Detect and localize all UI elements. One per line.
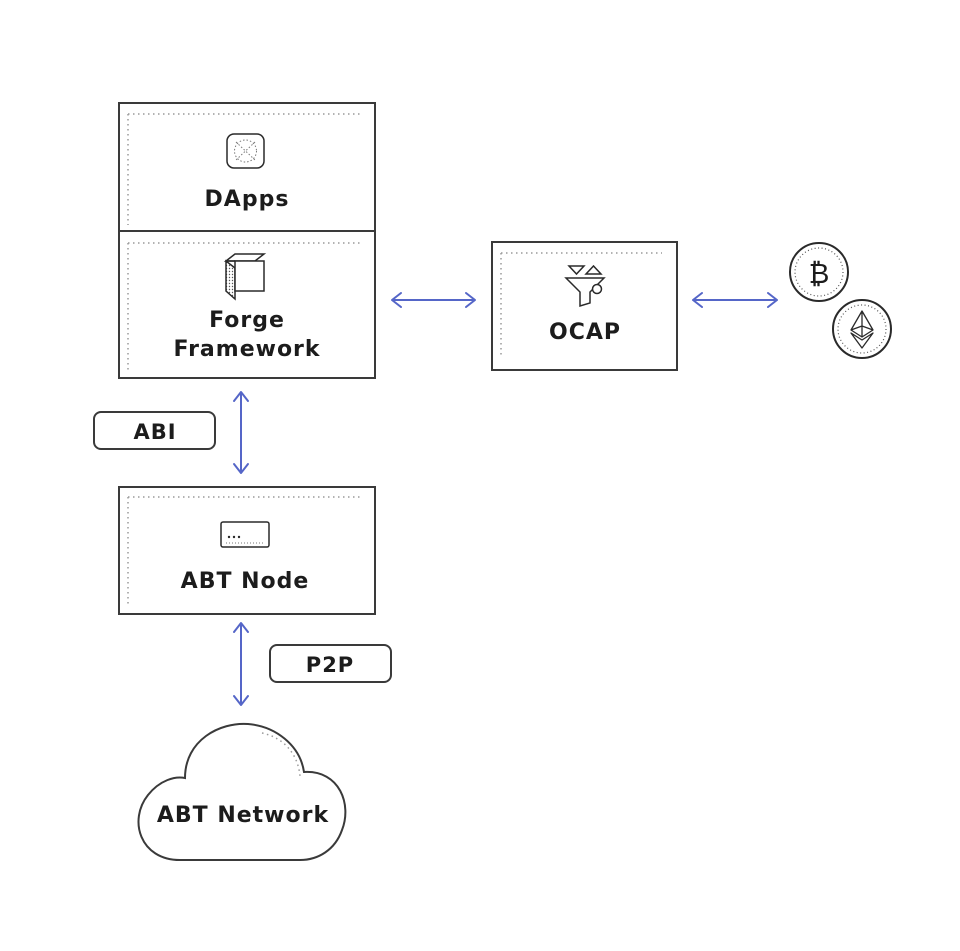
arrow-forge-ocap <box>391 292 476 308</box>
abt-network-cloud[interactable]: ABT Network <box>137 722 347 861</box>
cloud-icon <box>137 722 347 861</box>
arrow-forge-abtnode <box>233 391 249 474</box>
cube-icon <box>223 253 267 301</box>
abt-network-label: ABT Network <box>157 803 330 828</box>
dapps-box[interactable]: DApps <box>118 102 376 232</box>
bitcoin-symbol: ₿ <box>809 257 830 290</box>
grid-chip-icon <box>226 133 265 169</box>
dapps-label: DApps <box>205 187 290 212</box>
bitcoin-coin-icon: ₿ <box>789 242 849 302</box>
terminal-icon <box>220 521 270 548</box>
abi-label: ABI <box>133 420 176 444</box>
p2p-badge: P2P <box>269 644 392 683</box>
ethereum-coin-icon <box>832 299 892 359</box>
abt-node-box[interactable]: ABT Node <box>118 486 376 615</box>
ocap-box[interactable]: OCAP <box>491 241 678 371</box>
ocap-label: OCAP <box>549 320 621 345</box>
forge-label-line1: Forge <box>209 308 285 333</box>
arrow-abtnode-network <box>233 622 249 706</box>
funnel-icon <box>564 264 606 308</box>
forge-framework-box[interactable]: Forge Framework <box>118 230 376 379</box>
abi-badge: ABI <box>93 411 216 450</box>
forge-label-line2: Framework <box>173 337 320 362</box>
arrow-ocap-coins <box>692 292 778 308</box>
abt-node-label: ABT Node <box>181 569 310 594</box>
p2p-label: P2P <box>306 653 354 677</box>
